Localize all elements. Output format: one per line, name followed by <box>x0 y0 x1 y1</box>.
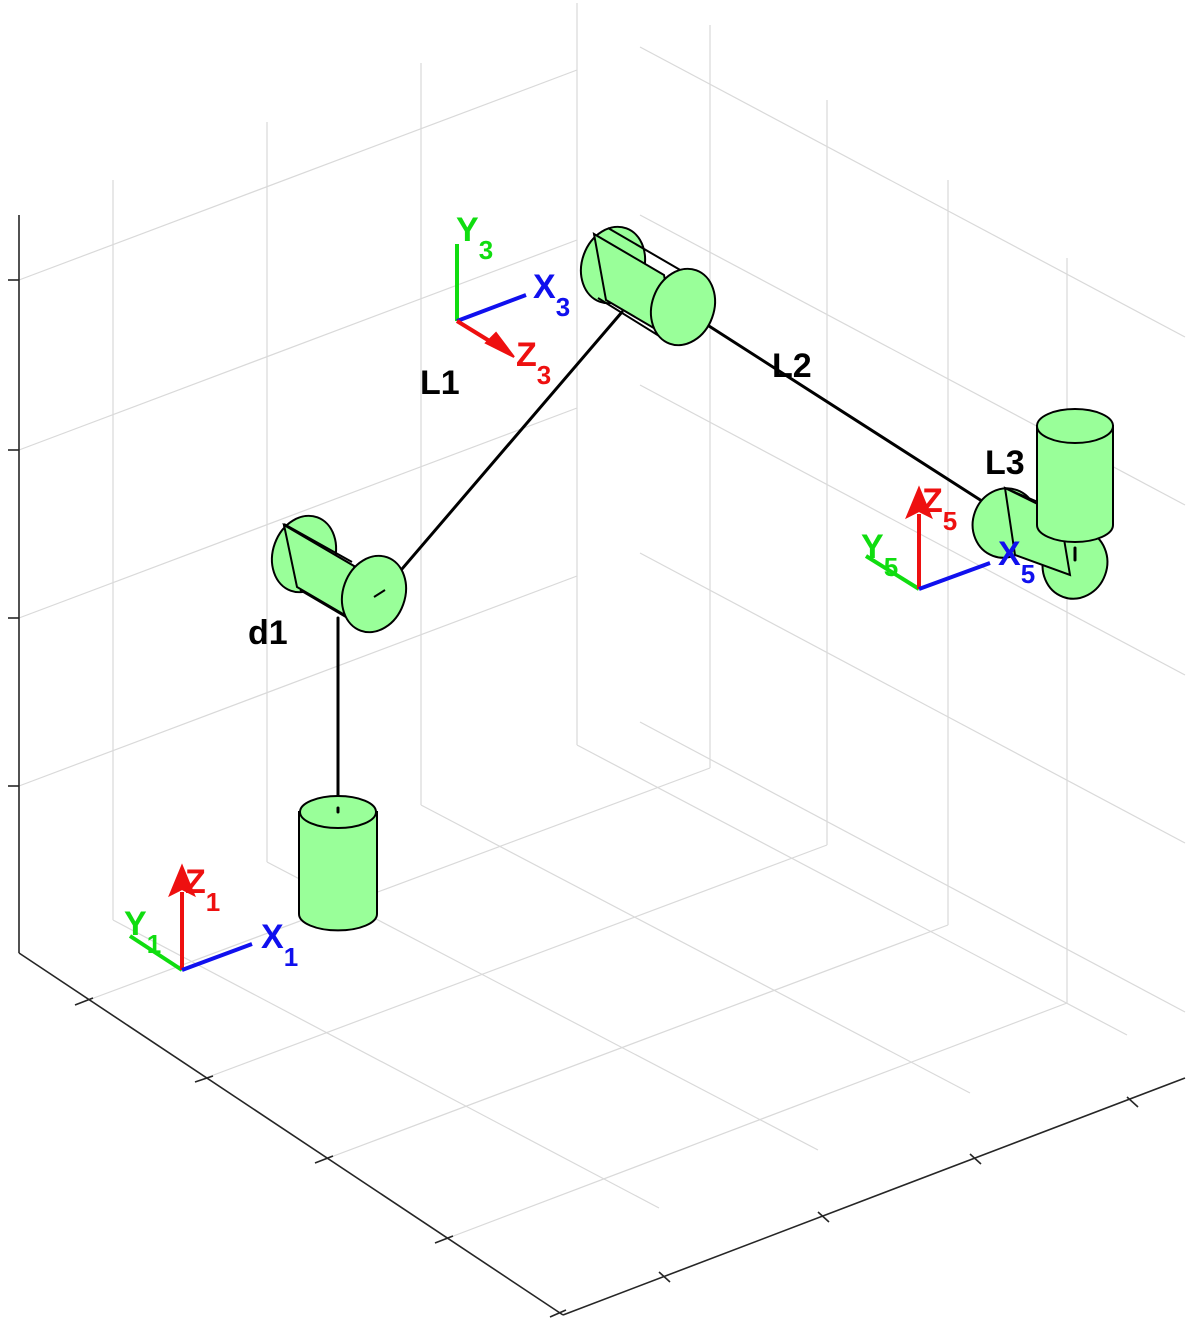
frame-5-x-axis <box>918 561 991 591</box>
svg-text:X1: X1 <box>261 918 298 972</box>
joint-2-cylinder <box>270 514 408 634</box>
wrist-vertical-cylinder <box>1036 408 1114 562</box>
frame-1-z-label: Z <box>185 863 206 901</box>
frame-5-y-index: 5 <box>884 552 898 582</box>
frame-1-y-index: 1 <box>147 929 161 959</box>
label-d1: d1 <box>248 614 288 652</box>
frame-3-y-index: 3 <box>479 235 493 265</box>
svg-text:Z3: Z3 <box>516 336 551 390</box>
frame-3-x-axis <box>456 293 527 323</box>
svg-text:Y5: Y5 <box>861 528 898 582</box>
frame-1-x-index: 1 <box>284 942 298 972</box>
frame-5-y-axis <box>864 554 921 591</box>
links <box>336 308 1077 810</box>
frame-1-z-index: 1 <box>206 887 220 917</box>
frame-1-y-axis <box>128 934 184 972</box>
svg-text:Z5: Z5 <box>922 482 957 536</box>
frame-3-x-label: X <box>533 268 556 306</box>
frame-5-x-label: X <box>998 535 1021 573</box>
frame-3-z-label: Z <box>516 336 537 374</box>
frame-1-x-label: X <box>261 918 284 956</box>
frame-3-x-index: 3 <box>556 292 570 322</box>
base-joint-cylinder <box>298 795 378 932</box>
frame-1-y-label: Y <box>124 905 147 943</box>
svg-text:Y1: Y1 <box>124 905 161 959</box>
frame-1: Z1 Y1 X1 <box>124 863 298 972</box>
frame-5-z-index: 5 <box>943 506 957 536</box>
link-L1 <box>376 310 624 599</box>
link-L2 <box>682 308 987 505</box>
frame-3: Y3 X3 Z3 <box>455 211 570 390</box>
frame-5: Z5 Y5 X5 <box>861 482 1035 591</box>
wrist-horizontal-cylinder <box>971 486 1109 600</box>
svg-text:X5: X5 <box>998 535 1035 589</box>
frame-5-z-label: Z <box>922 482 943 520</box>
grid-lines <box>18 3 1186 1244</box>
box-axes <box>8 215 1186 1318</box>
label-L2: L2 <box>772 347 812 385</box>
svg-text:Z1: Z1 <box>185 863 220 917</box>
frame-3-y-label: Y <box>456 211 479 249</box>
frame-5-x-index: 5 <box>1021 559 1035 589</box>
svg-text:Y3: Y3 <box>456 211 493 265</box>
frame-1-x-axis <box>181 942 253 972</box>
frame-3-z-index: 3 <box>537 360 551 390</box>
label-L3: L3 <box>985 444 1025 482</box>
frame-5-y-label: Y <box>861 528 884 566</box>
link-labels: d1 L1 L2 L3 <box>248 347 1025 652</box>
svg-text:X3: X3 <box>533 268 570 322</box>
label-L1: L1 <box>420 364 460 402</box>
joint-3-cylinder <box>579 225 717 347</box>
